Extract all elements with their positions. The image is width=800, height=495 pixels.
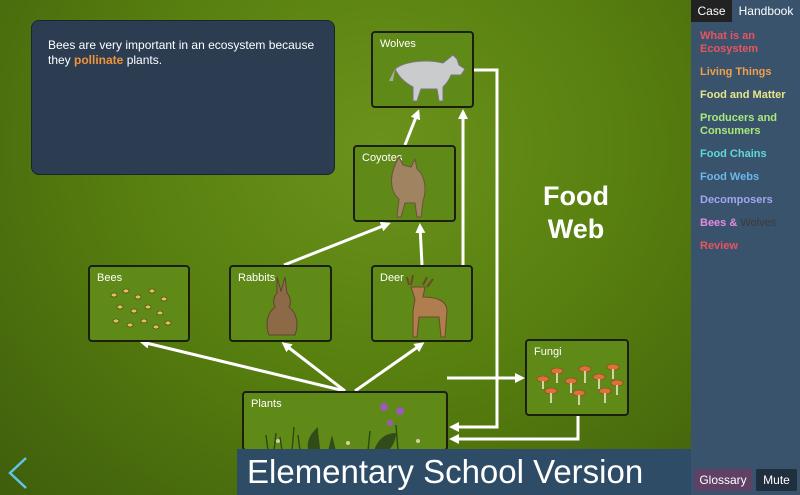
node-label-fungi: Fungi bbox=[534, 346, 562, 358]
rabbit-icon bbox=[266, 276, 298, 336]
node-label-deer: Deer bbox=[380, 272, 404, 284]
bees-icon bbox=[110, 288, 172, 330]
arrow-plants-rabbits bbox=[281, 342, 346, 393]
menu-item-bees-and-wolves[interactable]: Bees & Wolves bbox=[700, 217, 796, 230]
food-web-title: Food Web bbox=[543, 181, 609, 244]
tab-handbook[interactable]: Handbook bbox=[732, 0, 800, 22]
plants-icon bbox=[265, 403, 420, 451]
arrow-wolves-plants bbox=[449, 68, 499, 432]
menu-item-food-and-matter[interactable]: Food and Matter bbox=[700, 89, 786, 101]
menu-item-food-chains[interactable]: Food Chains bbox=[700, 148, 767, 160]
node-label-wolves: Wolves bbox=[380, 38, 416, 50]
node-label-rabbits: Rabbits bbox=[238, 272, 276, 284]
arrow-deer-coyotes bbox=[415, 223, 426, 266]
sidebar: Case Handbook What is an Ecosystem Livin… bbox=[691, 0, 800, 495]
menu-item-what-is-an-ecosystem[interactable]: What is an Ecosystem bbox=[700, 30, 759, 55]
info-text-after: plants. bbox=[123, 53, 163, 67]
mushrooms-icon bbox=[536, 363, 624, 405]
food-web-stage: Bees are very important in an ecosystem … bbox=[0, 0, 691, 495]
node-label-bees: Bees bbox=[97, 272, 123, 284]
menu-item-wolves-part: Wolves bbox=[740, 217, 777, 229]
node-label-plants: Plants bbox=[251, 398, 282, 410]
menu-item-decomposers[interactable]: Decomposers bbox=[700, 194, 773, 206]
tab-case[interactable]: Case bbox=[691, 0, 732, 22]
arrow-fungi-plants bbox=[449, 416, 580, 444]
menu-item-producers-and-consumers[interactable]: Producers and Consumers bbox=[700, 112, 778, 137]
node-plants[interactable]: Plants bbox=[242, 391, 448, 451]
back-button[interactable] bbox=[6, 456, 30, 490]
node-fungi[interactable]: Fungi bbox=[525, 339, 629, 416]
glossary-button[interactable]: Glossary bbox=[694, 469, 752, 491]
menu-item-bees-part: Bees & bbox=[700, 217, 741, 229]
chevron-left-icon bbox=[8, 457, 27, 489]
node-coyotes[interactable]: Coyotes bbox=[353, 145, 456, 222]
node-label-coyotes: Coyotes bbox=[362, 152, 403, 164]
menu-item-living-things[interactable]: Living Things bbox=[700, 66, 772, 78]
topic-menu: What is an Ecosystem Living Things Food … bbox=[700, 30, 796, 263]
node-wolves[interactable]: Wolves bbox=[371, 31, 474, 108]
arrow-plants-deer bbox=[354, 342, 425, 393]
version-banner: Elementary School Version bbox=[237, 449, 691, 495]
node-bees[interactable]: Bees bbox=[88, 265, 190, 342]
deer-icon bbox=[406, 275, 448, 338]
info-highlight: pollinate bbox=[74, 53, 124, 67]
arrow-plants-bees bbox=[139, 338, 346, 393]
node-rabbits[interactable]: Rabbits bbox=[229, 265, 332, 342]
wolf-icon bbox=[389, 54, 466, 102]
mute-button[interactable]: Mute bbox=[756, 469, 797, 491]
info-box: Bees are very important in an ecosystem … bbox=[31, 20, 335, 175]
arrow-coyotes-wolves bbox=[403, 109, 421, 146]
coyote-icon bbox=[391, 155, 426, 218]
menu-item-food-webs[interactable]: Food Webs bbox=[700, 171, 760, 183]
info-text-before: Bees are very important in an ecosystem … bbox=[48, 38, 315, 67]
node-deer[interactable]: Deer bbox=[371, 265, 473, 342]
arrow-rabbits-coyotes bbox=[283, 221, 391, 267]
menu-item-review[interactable]: Review bbox=[700, 240, 738, 252]
